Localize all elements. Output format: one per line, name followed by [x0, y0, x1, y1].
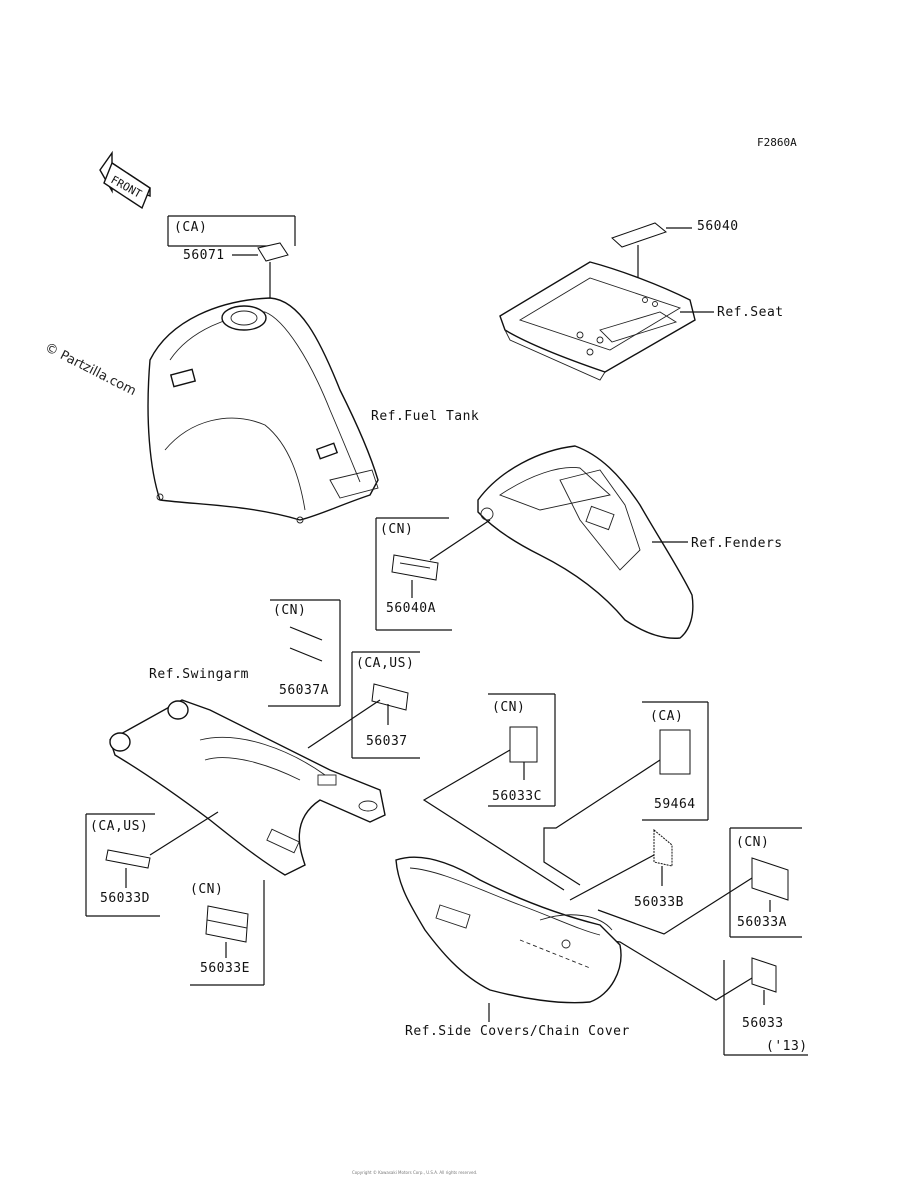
part-56037-callout[interactable]: (CA,US) 56037	[307, 651, 420, 759]
part-56033-note: ('13)	[766, 1039, 808, 1054]
part-56033A-region: (CN)	[736, 835, 769, 850]
part-56037A-callout[interactable]: (CN) 56037A	[268, 599, 341, 707]
part-56033D-number: 56033D	[100, 891, 150, 906]
part-56033B-number: 56033B	[634, 895, 684, 910]
watermark: © Partzilla.com	[42, 340, 138, 399]
part-56033C-region: (CN)	[492, 700, 525, 715]
part-56033E-number: 56033E	[200, 961, 250, 976]
ref-side-covers-label: Ref.Side Covers/Chain Cover	[405, 1024, 630, 1039]
part-56033C-number: 56033C	[492, 789, 542, 804]
part-56040A-number: 56040A	[386, 601, 436, 616]
part-56040A-callout[interactable]: (CN) 56040A	[375, 517, 491, 631]
part-56033D-region: (CA,US)	[90, 819, 148, 834]
copyright-footer: Copyright © Kawasaki Motors Corp., U.S.A…	[352, 1170, 477, 1175]
fuel-tank-illustration	[147, 297, 379, 524]
figure-code: F2860A	[757, 136, 797, 149]
part-56071-number: 56071	[183, 248, 225, 263]
part-56033A-callout[interactable]: (CN) 56033A	[597, 827, 802, 938]
ref-swingarm-label: Ref.Swingarm	[149, 667, 249, 682]
front-arrow-icon: FRONT	[99, 150, 151, 210]
part-56037A-number: 56037A	[279, 683, 329, 698]
side-cover-illustration	[395, 856, 622, 1004]
part-56037-number: 56037	[366, 734, 408, 749]
part-56033-callout[interactable]: 56033 ('13)	[603, 939, 808, 1056]
ref-seat-label: Ref.Seat	[717, 305, 784, 320]
seat-base-illustration	[499, 261, 696, 381]
part-56033B-callout[interactable]: 56033B	[569, 828, 684, 910]
part-56071-callout[interactable]: (CA) 56071	[167, 215, 296, 340]
part-56071-region: (CA)	[174, 220, 207, 235]
part-56037-region: (CA,US)	[356, 656, 414, 671]
part-59464-region: (CA)	[650, 709, 683, 724]
part-56033-number: 56033	[742, 1016, 784, 1031]
part-59464-callout[interactable]: (CA) 59464	[543, 701, 709, 886]
part-56033E-region: (CN)	[190, 882, 223, 897]
ref-fenders-label: Ref.Fenders	[691, 536, 783, 551]
ref-fuel-tank-label: Ref.Fuel Tank	[371, 409, 479, 424]
part-56040A-region: (CN)	[380, 522, 413, 537]
part-56033E-callout[interactable]: (CN) 56033E	[190, 880, 265, 986]
rear-fender-illustration	[477, 445, 694, 639]
part-56040-number: 56040	[697, 219, 739, 234]
part-56037A-region: (CN)	[273, 603, 306, 618]
part-56033D-callout[interactable]: (CA,US) 56033D	[85, 811, 219, 917]
part-56033A-number: 56033A	[737, 915, 787, 930]
part-56033C-callout[interactable]: (CN) 56033C	[422, 693, 565, 891]
part-59464-number: 59464	[654, 797, 696, 812]
swingarm-illustration	[109, 699, 386, 876]
